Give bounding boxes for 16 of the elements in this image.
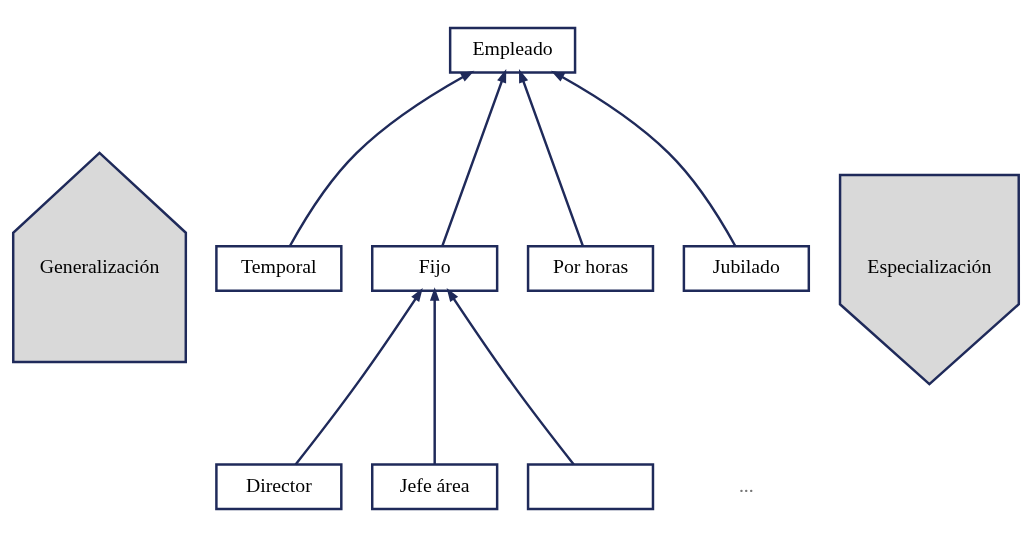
- node-box: Por horas: [526, 245, 655, 292]
- arrow: [288, 70, 475, 247]
- node-box: Director: [215, 463, 343, 511]
- node-box: Jubilado: [682, 245, 811, 292]
- node-box: Empleado: [448, 26, 577, 74]
- node-box: Fijo: [371, 245, 499, 292]
- node-box: [526, 463, 655, 511]
- arrow: [294, 287, 423, 466]
- arrow: [446, 287, 575, 466]
- arrow: [441, 69, 507, 247]
- node-box: Jefe área: [371, 463, 499, 511]
- label: ...: [738, 473, 754, 496]
- arrow: [429, 287, 440, 465]
- arrow: [519, 69, 585, 247]
- arrow: [550, 70, 737, 247]
- node-box: Temporal: [215, 245, 343, 292]
